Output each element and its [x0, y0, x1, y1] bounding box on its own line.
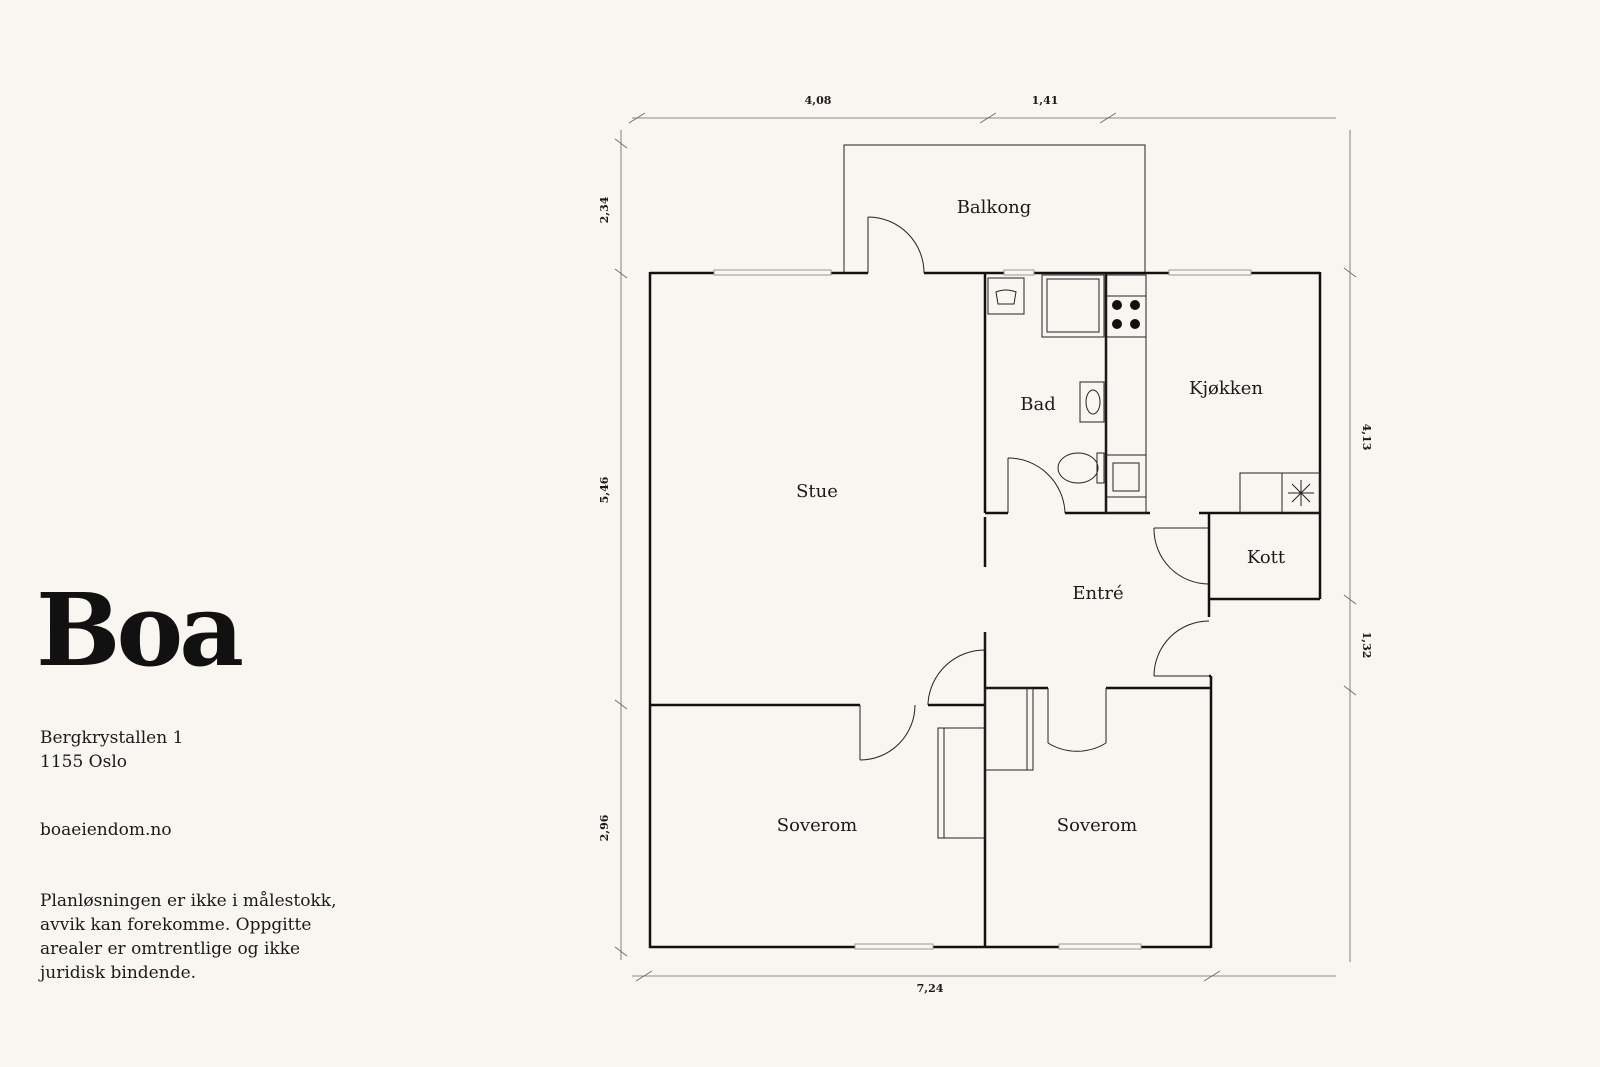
disclaimer: Planløsningen er ikke i målestokk, avvik…: [40, 889, 350, 985]
kitchen-lower-counter: [1239, 472, 1321, 514]
disclaimer-line: arealer er omtrentlige og ikke: [40, 939, 301, 959]
wardrobe-right: [984, 687, 1034, 771]
bathroom-fixtures: [987, 274, 1105, 484]
dim-tick: [628, 112, 646, 124]
dim-tick: [614, 946, 628, 957]
windows: [713, 269, 1252, 950]
balcony-outline: [843, 144, 1146, 273]
room-label-soverom-2: Soverom: [1057, 815, 1138, 836]
disclaimer-line: avvik kan forekomme. Oppgitte: [40, 915, 312, 935]
wardrobe-left: [937, 727, 986, 839]
dim-label-left-middle: 5,46: [598, 476, 611, 503]
room-label-kott: Kott: [1247, 547, 1286, 568]
room-label-balkong: Balkong: [957, 197, 1032, 218]
sink-icon: [1079, 381, 1105, 423]
dim-label-right-bottom: 1,32: [1360, 632, 1373, 659]
dim-tick: [635, 970, 653, 982]
room-label-entre: Entré: [1072, 583, 1123, 604]
wardrobes: [937, 687, 1034, 839]
washing-machine-icon: [987, 277, 1025, 315]
disclaimer-line: juridisk bindende.: [40, 963, 197, 983]
room-label-stue: Stue: [796, 481, 838, 502]
address-block: Bergkrystallen 1 1155 Oslo: [40, 726, 183, 774]
dim-tick: [614, 138, 628, 149]
room-label-soverom-1: Soverom: [777, 815, 858, 836]
dim-tick: [1203, 970, 1221, 982]
dim-label-right-top: 4,13: [1360, 424, 1373, 451]
brand-logo: Boa: [36, 571, 244, 689]
fan-icon: [1288, 480, 1314, 506]
toilet-icon: [1057, 452, 1099, 484]
dim-tick: [1343, 267, 1357, 278]
dim-tick: [1343, 685, 1357, 696]
dim-label-left-top: 2,34: [598, 196, 611, 223]
doors: [859, 216, 1210, 761]
website-link[interactable]: boaeiendom.no: [40, 818, 172, 842]
dim-label-top-left: 4,08: [805, 94, 832, 107]
kitchen-counter: [1105, 274, 1147, 514]
shower-icon: [1041, 274, 1105, 338]
disclaimer-line: Planløsningen er ikke i målestokk,: [40, 891, 337, 911]
dim-tick: [614, 699, 628, 710]
room-label-bad: Bad: [1020, 394, 1055, 415]
website-text: boaeiendom.no: [40, 820, 172, 840]
dim-label-top-right: 1,41: [1032, 94, 1059, 107]
kitchen-fixtures: [1105, 274, 1321, 514]
stove-icon: [1112, 300, 1140, 329]
dim-label-left-bottom: 2,96: [598, 814, 611, 841]
dimension-lines: [614, 112, 1357, 982]
dim-tick: [614, 268, 628, 279]
dim-label-bottom: 7,24: [917, 982, 944, 995]
address-line-2: 1155 Oslo: [40, 752, 128, 772]
room-label-kjokken: Kjøkken: [1189, 378, 1263, 399]
address-line-1: Bergkrystallen 1: [40, 728, 184, 748]
kitchen-sink-icon: [1112, 462, 1140, 492]
dim-tick: [1343, 594, 1357, 605]
dim-tick: [1099, 112, 1117, 124]
interior-walls: [650, 273, 1320, 948]
dim-tick: [979, 112, 997, 124]
